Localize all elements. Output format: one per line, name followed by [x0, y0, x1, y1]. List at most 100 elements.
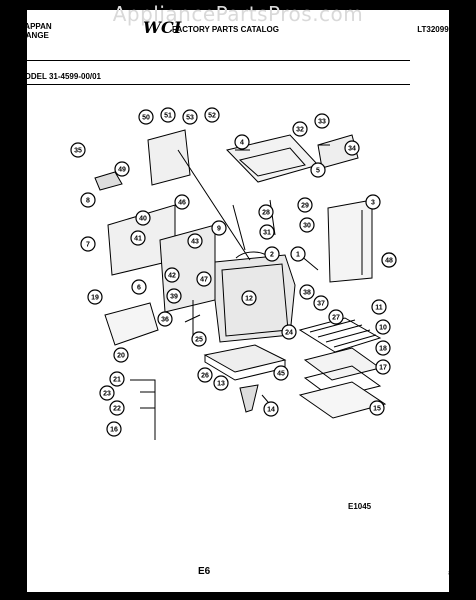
callout-41: 41	[130, 230, 146, 246]
callout-7: 7	[80, 236, 96, 252]
callout-52: 52	[204, 107, 220, 123]
switch-housing-part	[147, 129, 191, 186]
callout-circle	[263, 401, 279, 417]
callout-circle	[174, 194, 190, 210]
callout-number: 6	[137, 285, 141, 292]
callout-circle	[299, 284, 315, 300]
callout-number: 42	[168, 273, 176, 280]
broiler-drawer-front	[204, 355, 286, 381]
callout-number: 16	[110, 427, 118, 434]
oven-rack-bars	[309, 319, 377, 348]
callout-circle	[290, 246, 306, 262]
callout-circle	[164, 267, 180, 283]
callout-17: 17	[375, 359, 391, 375]
callout-circle	[135, 210, 151, 226]
callout-53: 53	[182, 109, 198, 125]
page-number: E6	[198, 566, 211, 577]
callout-number: 4	[240, 140, 244, 147]
callout-number: 29	[301, 203, 309, 210]
callout-number: 52	[208, 113, 216, 120]
callout-number: 27	[332, 315, 340, 322]
callout-number: 19	[91, 295, 99, 302]
callout-9: 9	[211, 220, 227, 236]
callout-47: 47	[196, 271, 212, 287]
callout-number: 39	[170, 294, 178, 301]
callout-circle	[259, 224, 275, 240]
callout-number: 30	[303, 223, 311, 230]
callout-number: 15	[373, 406, 381, 413]
brand-block: TAPPAN RANGE	[20, 22, 52, 40]
catalog-title: FACTORY PARTS CATALOG	[172, 25, 279, 34]
callout-number: 53	[186, 115, 194, 122]
callout-circle	[138, 109, 154, 125]
callout-circle	[297, 197, 313, 213]
callout-number: 23	[103, 391, 111, 398]
callout-number: 24	[285, 330, 293, 337]
callout-circle	[113, 347, 129, 363]
callout-49: 49	[114, 161, 130, 177]
callout-1: 1	[290, 246, 306, 262]
callout-circle	[197, 367, 213, 383]
surface-element-part	[104, 302, 159, 346]
callout-number: 47	[200, 277, 208, 284]
callout-number: 25	[195, 337, 203, 344]
callout-48: 48	[381, 252, 397, 268]
thermostat-part	[184, 300, 201, 335]
callout-circle	[375, 340, 391, 356]
callout-number: 45	[277, 371, 285, 378]
callout-number: 32	[296, 127, 304, 134]
callout-circle	[328, 309, 344, 325]
callout-2: 2	[264, 246, 280, 262]
callout-circle	[196, 271, 212, 287]
callout-27: 27	[328, 309, 344, 325]
callout-circle	[166, 288, 182, 304]
callout-26: 26	[197, 367, 213, 383]
callout-circle	[204, 107, 220, 123]
callout-number: 36	[161, 317, 169, 324]
callout-16: 16	[106, 421, 122, 437]
callout-21: 21	[109, 371, 125, 387]
callout-circle	[160, 107, 176, 123]
callout-number: 17	[379, 365, 387, 372]
callout-circle	[234, 134, 250, 150]
product-type: RANGE	[20, 31, 49, 40]
callout-8: 8	[80, 192, 96, 208]
callout-number: 48	[385, 258, 393, 265]
header-divider	[14, 60, 410, 61]
callout-circle	[114, 161, 130, 177]
callout-number: 31	[263, 230, 271, 237]
date-code: 8/89	[448, 571, 460, 577]
callout-51: 51	[160, 107, 176, 123]
callout-circle	[264, 246, 280, 262]
callout-43: 43	[187, 233, 203, 249]
callout-number: 37	[317, 301, 325, 308]
callout-38: 38	[299, 284, 315, 300]
catalog-part-number: LT32099550	[417, 25, 462, 34]
callout-number: 1	[296, 252, 300, 259]
callout-34: 34	[344, 140, 360, 156]
callout-25: 25	[191, 331, 207, 347]
callout-number: 11	[375, 305, 383, 312]
callout-circle	[187, 233, 203, 249]
callout-14: 14	[263, 401, 279, 417]
callout-circle	[191, 331, 207, 347]
callout-18: 18	[375, 340, 391, 356]
model-divider	[14, 84, 410, 85]
callout-number: 21	[113, 377, 121, 384]
callout-number: 38	[303, 290, 311, 297]
callout-40: 40	[135, 210, 151, 226]
callout-circle	[70, 142, 86, 158]
callout-28: 28	[258, 204, 274, 220]
callout-circle	[371, 299, 387, 315]
callout-number: 40	[139, 216, 147, 223]
callout-46: 46	[174, 194, 190, 210]
callout-number: 43	[191, 239, 199, 246]
callout-number: 46	[178, 200, 186, 207]
callout-number: 8	[86, 198, 90, 205]
callout-12: 12	[241, 290, 257, 306]
callout-19: 19	[87, 289, 103, 305]
callout-number: 18	[379, 346, 387, 353]
callout-circle	[109, 371, 125, 387]
callout-10: 10	[375, 319, 391, 335]
callout-circle	[273, 365, 289, 381]
